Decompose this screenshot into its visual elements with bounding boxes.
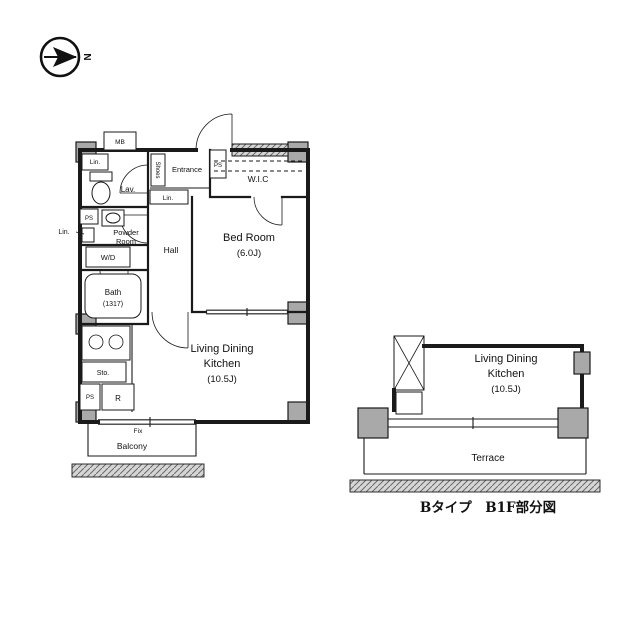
pipe-space-left: [79, 208, 99, 225]
label-ldk-size: (10.5J): [207, 374, 237, 385]
sub-plan-labels: Living Dining Kitchen (10.5J) Terrace: [471, 353, 537, 464]
balcony-railing: [87, 422, 197, 457]
stove-burner-icon: [108, 334, 124, 350]
label-lin-top: Lin.: [90, 159, 101, 166]
balcony-window: [98, 417, 196, 427]
shaft-cross: [393, 335, 425, 391]
compass-arrow-icon: [53, 47, 77, 67]
label-bath: Bath: [105, 288, 121, 297]
sub-pillar-band-left: [357, 407, 389, 439]
balcony: [71, 422, 205, 478]
main-plan-labels: MB Lin. Lav. Shoes Entrance PS W.I.C Lin…: [58, 139, 275, 451]
hall-door-swing: [151, 311, 189, 349]
compass: N: [39, 36, 92, 78]
windows: [98, 308, 288, 427]
exterior-hatch-strip: [71, 463, 205, 478]
toilet-bowl-icon: [91, 181, 111, 205]
terrace: [349, 438, 601, 493]
label-ps-bottom: PS: [86, 395, 94, 401]
linen-leader-line: [75, 231, 85, 235]
sub-wall-band: [357, 407, 589, 439]
label-entrance: Entrance: [172, 165, 202, 174]
label-bath-size: (1317): [103, 301, 123, 308]
exterior-walls: [78, 148, 310, 424]
label-ps-top: PS: [214, 163, 222, 169]
label-north: N: [81, 53, 92, 60]
wic-door-swing: [253, 196, 283, 226]
label-fix: Fix: [134, 428, 143, 435]
shoe-box: [150, 153, 166, 187]
toilet-tank: [89, 171, 113, 182]
washer-dryer-box: [85, 246, 131, 268]
label-wic: W.I.C: [248, 174, 269, 184]
label-sto: Sto.: [97, 370, 110, 377]
label-ps-left: PS: [85, 216, 93, 222]
fixtures: [75, 131, 304, 412]
stove-burner-icon: [88, 334, 104, 350]
label-mb: MB: [115, 139, 125, 146]
entrance-door-swing: [195, 113, 233, 151]
label-sub-ldk-1: Living Dining: [475, 353, 538, 365]
linen-closet-hall: [149, 189, 189, 205]
sub-pillar-top-right: [573, 351, 591, 375]
label-lin-out: Lin.: [58, 229, 69, 236]
terrace-window: [388, 417, 558, 429]
compass-circle: [39, 36, 81, 78]
sub-pillar-band-right: [557, 407, 589, 439]
bedroom-sliding-door: [206, 308, 288, 316]
stove-box: [81, 325, 131, 361]
lav-door-swing: [119, 164, 149, 194]
label-bedroom-size: (6.0J): [237, 248, 261, 259]
sub-counter-box: [395, 391, 423, 415]
label-lav: Lav.: [121, 185, 136, 194]
closet-rod: [214, 160, 304, 172]
label-lin-hall: Lin.: [163, 195, 174, 202]
sub-floor-plan: Living Dining Kitchen (10.5J) Terrace: [349, 335, 601, 493]
label-hall: Hall: [164, 245, 179, 255]
doors: [99, 113, 283, 349]
interior-walls: [78, 148, 310, 326]
label-sub-ldk-2: Kitchen: [488, 368, 525, 380]
label-balcony: Balcony: [117, 441, 148, 451]
label-wd: W/D: [101, 253, 116, 262]
plan-caption: Bタイプ B1F部分図: [420, 499, 556, 516]
linen-niche: [81, 227, 95, 243]
main-floor-plan: MB Lin. Lav. Shoes Entrance PS W.I.C Lin…: [58, 113, 310, 478]
label-sub-ldk-size: (10.5J): [491, 384, 521, 395]
label-powder-2: Room: [116, 237, 136, 246]
label-ldk-2: Kitchen: [204, 358, 241, 370]
storage-box: [81, 361, 127, 383]
linen-shelf-top: [81, 153, 109, 171]
bathtub-icon: [84, 273, 142, 319]
label-fridge: R: [115, 394, 121, 403]
terrace-outline: [363, 438, 587, 475]
label-bedroom: Bed Room: [223, 232, 275, 244]
label-shoes: Shoes: [154, 161, 160, 178]
label-powder-1: Powder: [113, 228, 139, 237]
washbasin-icon: [105, 212, 121, 224]
meter-box: [103, 131, 137, 151]
terrace-hatch-strip: [349, 479, 601, 493]
pillar-bottom-right: [287, 401, 309, 423]
fridge-box: [101, 383, 135, 411]
label-ldk-1: Living Dining: [191, 343, 254, 355]
label-terrace: Terrace: [471, 453, 505, 464]
pipe-space-bottom: [79, 383, 101, 411]
